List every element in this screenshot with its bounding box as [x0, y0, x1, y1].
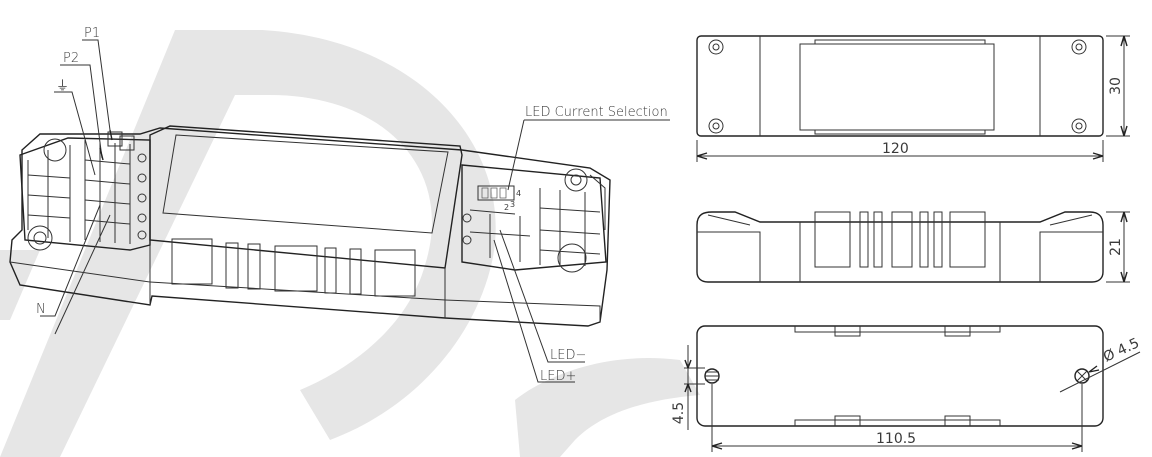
- dim-top-height: 30: [1108, 77, 1124, 95]
- driver-isometric-view: 2 3 4: [9, 39, 670, 383]
- dim-bottom-width: 110.5: [876, 431, 916, 447]
- side-view: [696, 211, 1130, 283]
- label-window: [162, 134, 449, 234]
- dip-switch: [477, 185, 515, 201]
- dip-digit: 2: [504, 203, 509, 212]
- label-led-current-selection: LED Current Selection: [525, 105, 668, 120]
- right-terminal-block: 2 3 4: [461, 164, 607, 273]
- label-p1: P1: [84, 26, 100, 41]
- label-p2: P2: [63, 51, 79, 66]
- dip-digit: 3: [510, 200, 515, 209]
- side-vent-slots: [814, 211, 986, 268]
- mounting-hole-right: [1074, 368, 1090, 384]
- top-label-area: [799, 43, 995, 131]
- dim-hole-offset: 4.5: [671, 402, 687, 424]
- left-terminal-block: [19, 131, 151, 251]
- dim-side-height: 21: [1108, 238, 1124, 256]
- dip-digit: 4: [516, 189, 521, 198]
- label-led-plus: LED+: [540, 369, 576, 384]
- mounting-hole: [708, 39, 1087, 134]
- top-view: [696, 35, 1130, 162]
- vent-slots: [171, 238, 416, 297]
- label-led-minus: LED−: [550, 348, 586, 363]
- earth-icon: ⏚: [56, 79, 69, 94]
- label-neutral: N: [36, 302, 46, 317]
- dim-top-width: 120: [882, 141, 909, 157]
- housing-base: [9, 127, 611, 327]
- bottom-view: [684, 325, 1141, 452]
- callout-leaders: [40, 39, 670, 383]
